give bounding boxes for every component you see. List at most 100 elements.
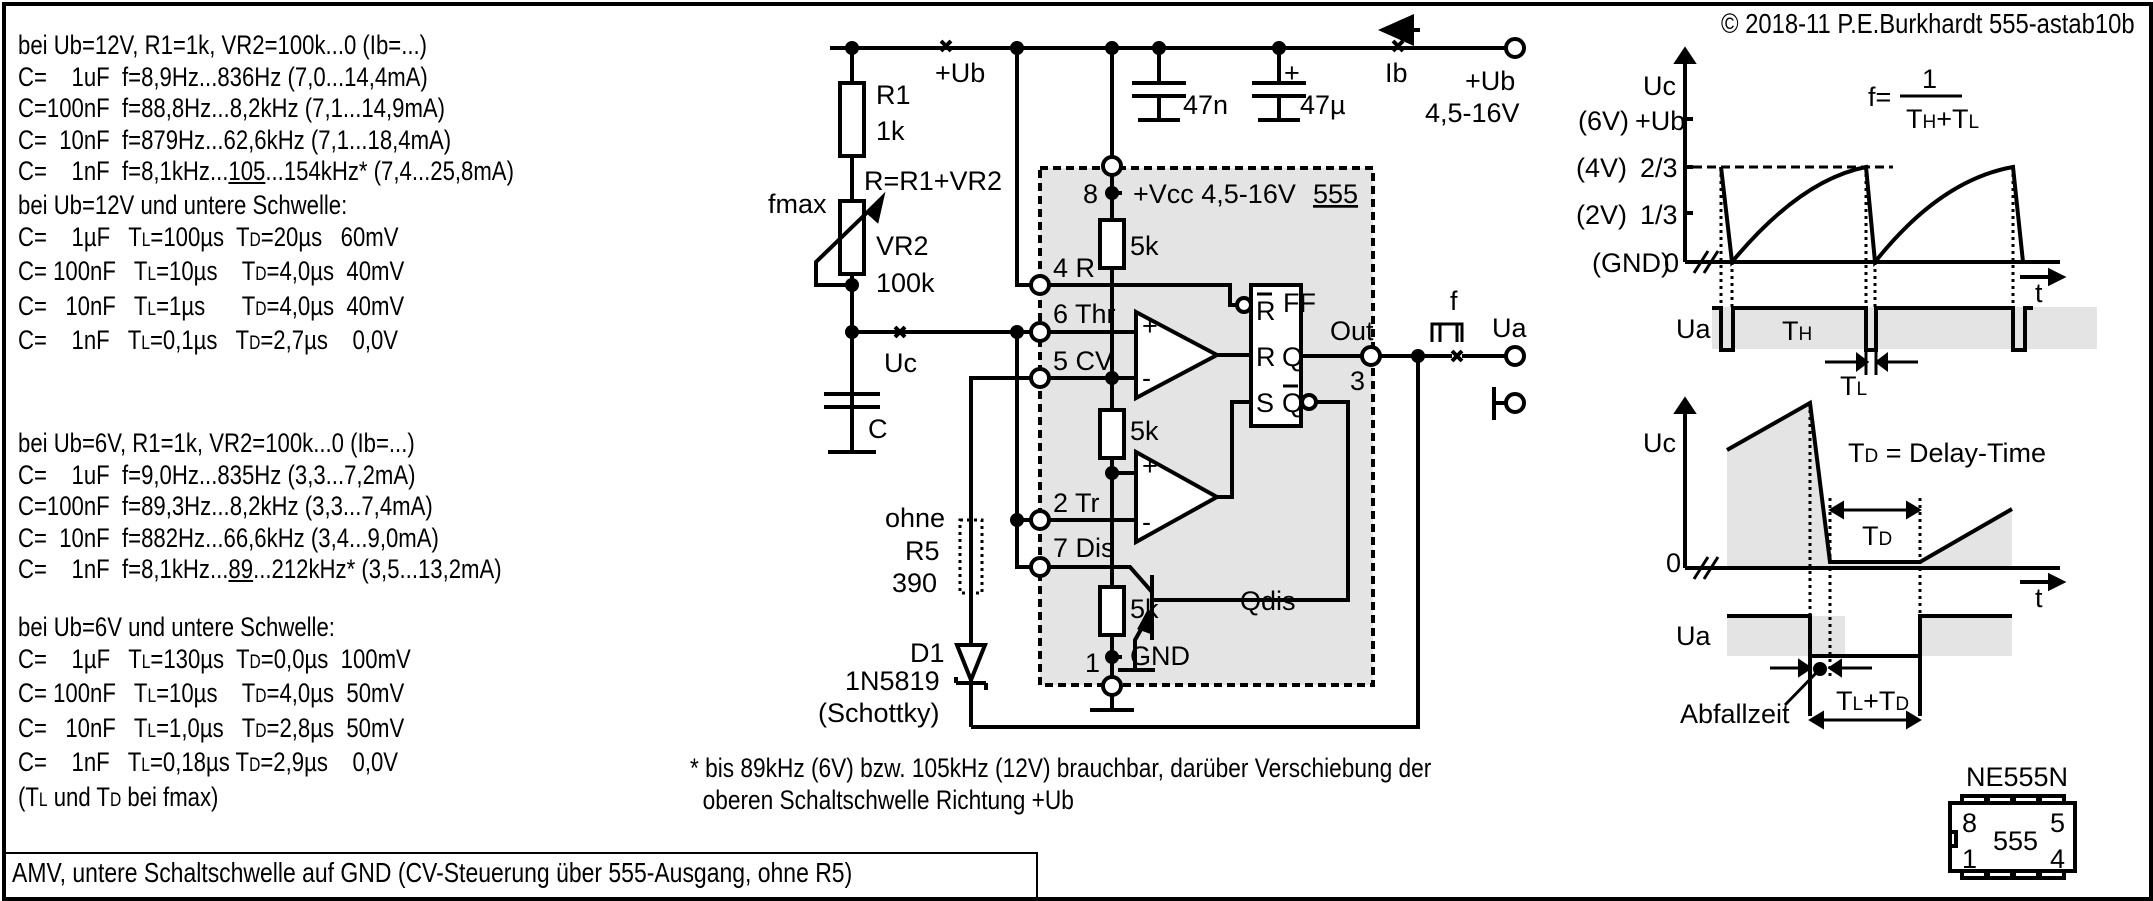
svg-text:TD: TD	[1862, 521, 1892, 551]
svg-text:5k: 5k	[1130, 231, 1159, 261]
copyright: © 2018-11 P.E.Burkhardt 555-astab10b	[1721, 8, 2135, 39]
svg-text:t: t	[2035, 278, 2043, 308]
svg-text:Abfallzeit: Abfallzeit	[1680, 699, 1790, 729]
svg-text:Out: Out	[1330, 316, 1374, 346]
row: C= 10nF f=879Hz...62,6kHz (7,1...18,4mA)	[18, 124, 452, 155]
svg-text:5k: 5k	[1130, 594, 1159, 624]
ic-555-box	[1038, 166, 1375, 687]
row: C=100nF f=88,8Hz...8,2kHz (7,1...14,9mA)	[18, 93, 446, 123]
svg-text:2/3: 2/3	[1640, 153, 1678, 183]
svg-text:1N5819: 1N5819	[845, 666, 940, 696]
row: C= 1nF f=8,1kHz...105...154kHz* (7,4...2…	[18, 156, 514, 186]
row: C= 1uF f=9,0Hz...835Hz (3,3...7,2mA)	[18, 459, 416, 490]
row: C= 10nF TL=1,0µs TD=2,8µs 50mV	[18, 712, 405, 743]
svg-text:Ua: Ua	[1676, 621, 1711, 651]
svg-text:(Schottky): (Schottky)	[818, 698, 940, 728]
svg-text:NE555N: NE555N	[1966, 762, 2068, 792]
schematic	[814, 14, 1526, 729]
row: C= 100nF TL=10µs TD=4,0µs 40mV	[18, 256, 405, 286]
timing-2-labels: Uc 0 t TD = Delay-Time TD Ua Abfallzeit …	[1643, 428, 2046, 729]
svg-text:S: S	[1256, 388, 1274, 418]
svg-text:555: 555	[1313, 179, 1358, 209]
svg-text:1: 1	[1085, 648, 1100, 678]
svg-text:(2V): (2V)	[1576, 200, 1627, 230]
svg-text:TL+TD: TL+TD	[1836, 686, 1909, 716]
svg-text:100k: 100k	[876, 268, 935, 298]
svg-text:1/3: 1/3	[1640, 200, 1678, 230]
svg-text:2 Tr: 2 Tr	[1053, 488, 1100, 518]
row: C= 1nF f=8,1kHz...89...212kHz* (3,5...13…	[18, 554, 502, 584]
svg-text:1k: 1k	[876, 116, 905, 146]
svg-text:R: R	[1256, 342, 1276, 372]
svg-text:5 CV: 5 CV	[1053, 346, 1113, 376]
svg-text:+Ub: +Ub	[1465, 66, 1515, 96]
row: C= 10nF f=882Hz...66,6kHz (3,4...9,0mA)	[18, 522, 439, 553]
svg-text:VR2: VR2	[876, 231, 929, 261]
svg-text:TH+TL: TH+TL	[1906, 104, 1979, 134]
svg-text:4: 4	[2050, 844, 2065, 874]
svg-text:Uc: Uc	[1643, 71, 1676, 101]
svg-text:GND: GND	[1130, 641, 1190, 671]
svg-text:f=: f=	[1868, 82, 1891, 112]
notes-12v: bei Ub=12V, R1=1k, VR2=100k...0 (Ib=...)…	[18, 30, 514, 188]
svg-text:FF: FF	[1283, 288, 1316, 318]
svg-text:47n: 47n	[1183, 90, 1228, 120]
svg-text:7 Dis: 7 Dis	[1053, 533, 1115, 563]
svg-text:R1: R1	[876, 80, 911, 110]
svg-text:fmax: fmax	[768, 189, 827, 219]
row: C= 1nF TL=0,1µs TD=2,7µs 0,0V	[18, 325, 399, 355]
svg-text:+Ub: +Ub	[1635, 106, 1685, 136]
svg-text:Uc: Uc	[884, 348, 917, 378]
footnote: * bis 89kHz (6V) bzw. 105kHz (12V) brauc…	[690, 753, 1432, 815]
svg-text:Ua: Ua	[1492, 313, 1527, 343]
notes-12v-lower: bei Ub=12V und untere Schwelle: C= 1µF T…	[18, 190, 405, 355]
svg-text:-: -	[1142, 363, 1151, 393]
svg-text:ohne: ohne	[885, 503, 945, 533]
svg-text:555: 555	[1993, 826, 2038, 856]
supply-terminal	[1504, 37, 1526, 59]
row: C= 10nF TL=1µs TD=4,0µs 40mV	[18, 290, 405, 321]
svg-text:C: C	[868, 414, 888, 444]
svg-text:+: +	[1142, 311, 1158, 341]
row: C= 1nF TL=0,18µs TD=2,9µs 0,0V	[18, 747, 399, 777]
svg-text:6 Thr: 6 Thr	[1053, 299, 1116, 329]
svg-text:8: 8	[1083, 179, 1098, 209]
svg-text:t: t	[2035, 583, 2043, 613]
svg-text:(4V): (4V)	[1576, 153, 1627, 183]
row: C= 100nF TL=10µs TD=4,0µs 50mV	[18, 678, 405, 708]
svg-text:1: 1	[1922, 64, 1937, 94]
svg-text:Uc: Uc	[1643, 428, 1676, 458]
svg-text:(GND): (GND)	[1592, 248, 1670, 278]
svg-text:TH: TH	[1782, 316, 1812, 346]
svg-text:-: -	[1142, 507, 1151, 537]
svg-text:390: 390	[892, 568, 937, 598]
ne555n-package	[1948, 794, 2077, 880]
notes-12v-title: bei Ub=12V, R1=1k, VR2=100k...0 (Ib=...)	[18, 30, 428, 60]
notes-6v: bei Ub=6V, R1=1k, VR2=100k...0 (Ib=...) …	[18, 428, 502, 584]
svg-text:R5: R5	[905, 536, 940, 566]
notes-6v-lower: bei Ub=6V und untere Schwelle: C= 1µF TL…	[18, 612, 411, 812]
svg-text:+Vcc 4,5-16V: +Vcc 4,5-16V	[1133, 179, 1296, 209]
svg-text:TL: TL	[1840, 371, 1867, 401]
svg-text:Q: Q	[1282, 388, 1303, 418]
svg-text:+: +	[1142, 451, 1158, 481]
svg-text:5: 5	[2050, 808, 2065, 838]
svg-text:5k: 5k	[1130, 416, 1159, 446]
svg-text:0: 0	[1664, 248, 1679, 278]
timing-diagram-1	[1673, 46, 2097, 375]
svg-text:TD = Delay-Time: TD = Delay-Time	[1848, 438, 2046, 468]
row: C=100nF f=89,3Hz...8,2kHz (3,3...7,4mA)	[18, 491, 433, 521]
timing-note: (TL und TD bei fmax)	[18, 781, 219, 812]
svg-text:+: +	[1284, 58, 1300, 88]
svg-text:3: 3	[1350, 366, 1365, 396]
ne555n-labels: NE555N 8 1 555 5 4	[1962, 762, 2068, 874]
svg-text:(6V): (6V)	[1578, 106, 1629, 136]
svg-text:0: 0	[1666, 548, 1681, 578]
svg-text:R=R1+VR2: R=R1+VR2	[864, 166, 1002, 196]
svg-text:8: 8	[1962, 808, 1977, 838]
row: C= 1µF TL=100µs TD=20µs 60mV	[18, 221, 399, 252]
svg-text:Qdis: Qdis	[1240, 586, 1296, 616]
schematic-labels: +Ub Ib +Ub 4,5-16V 47n 47µ + R1 1k R=R1+…	[768, 58, 1527, 728]
svg-text:D1: D1	[910, 638, 945, 668]
